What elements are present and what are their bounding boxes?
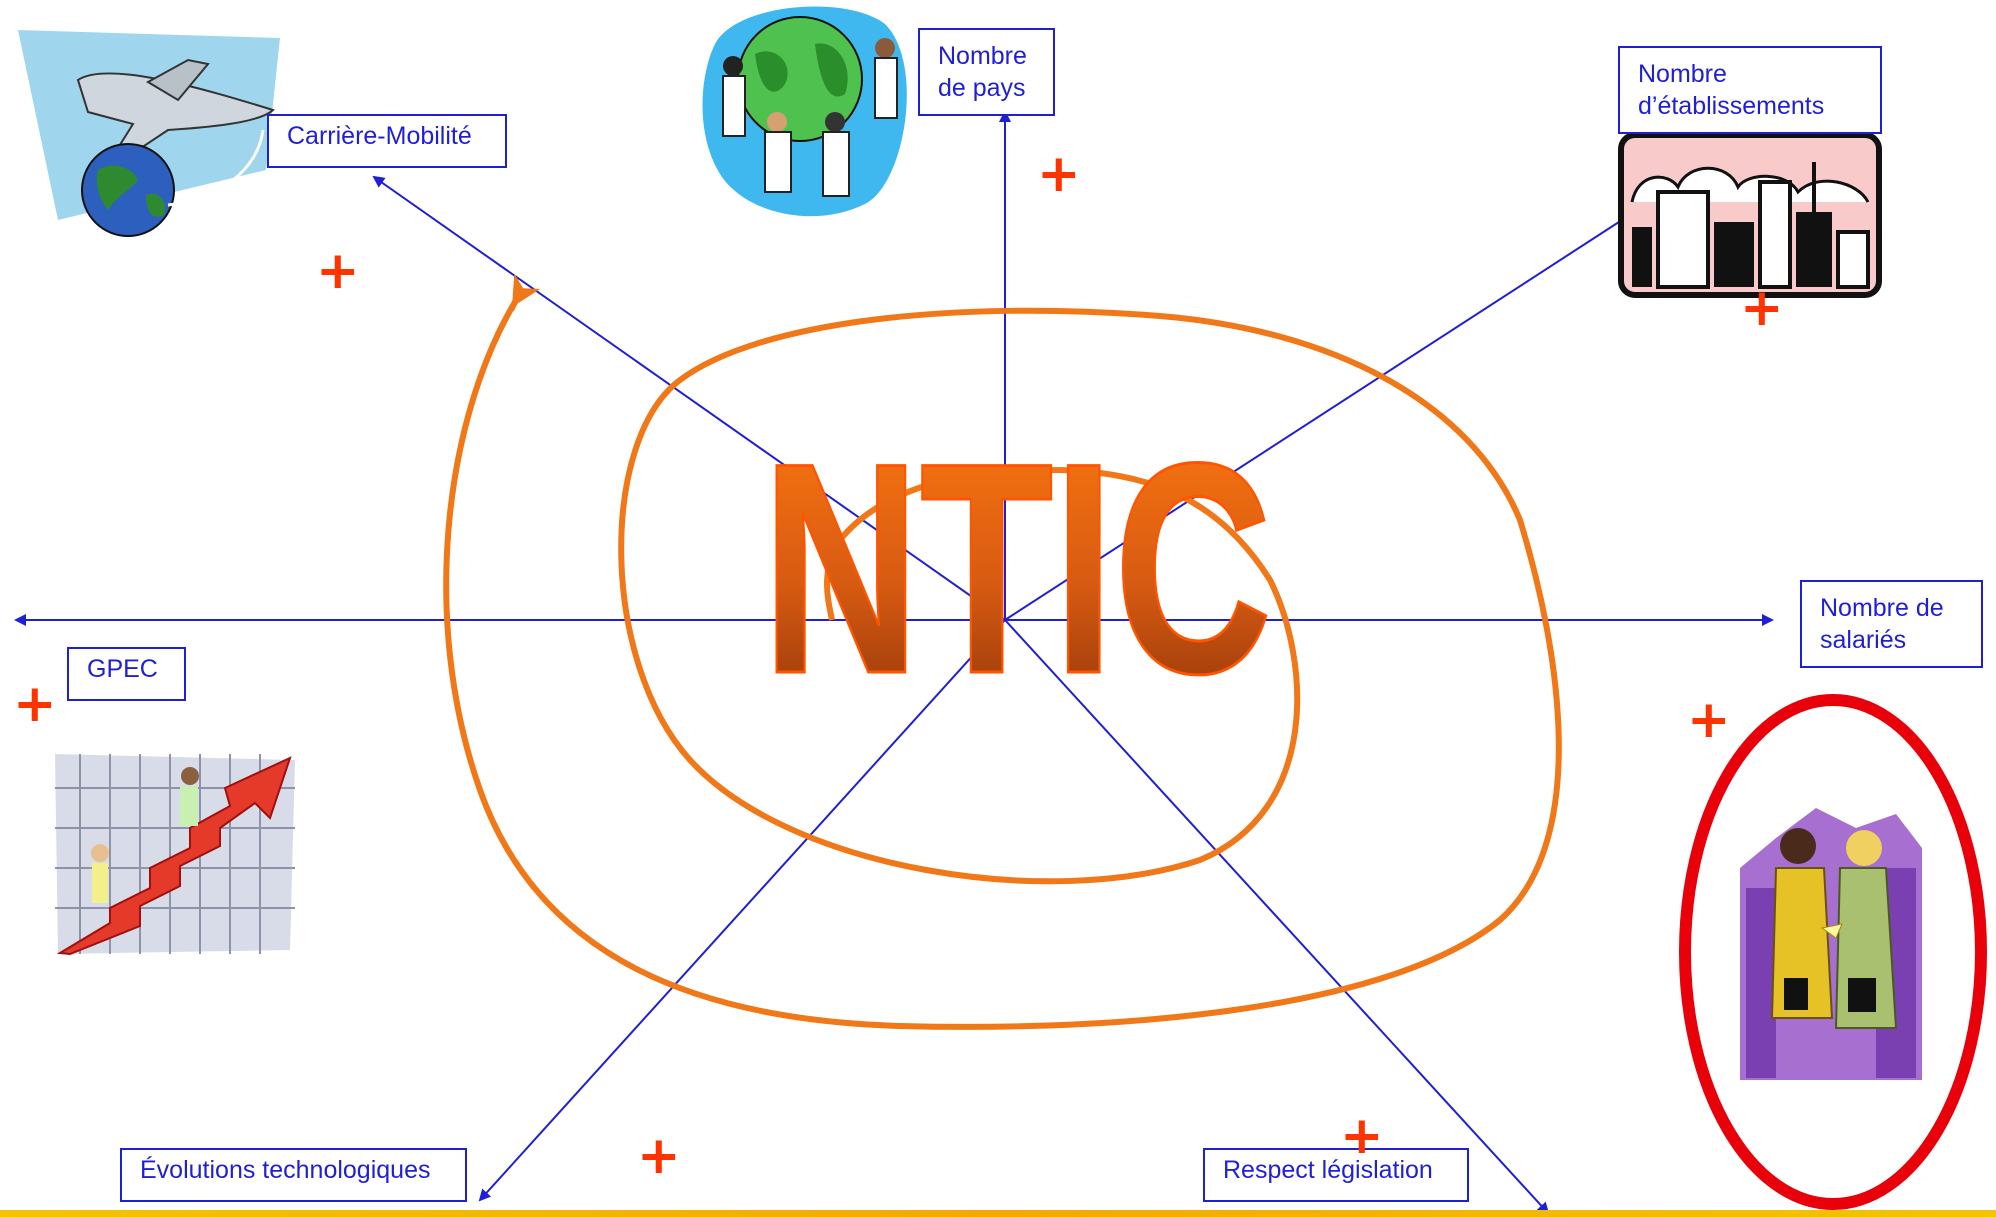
- axis-tech: [478, 619, 1006, 1202]
- plus-law: +: [1340, 1106, 1384, 1166]
- label-tech: Évolutions technologiques: [120, 1148, 467, 1202]
- plus-establishments: +: [1740, 278, 1784, 338]
- axis-establishments: [1004, 219, 1623, 621]
- bottom-accent-bar: [0, 1210, 1996, 1217]
- label-gpec: GPEC: [67, 647, 186, 701]
- title-ntic: NTIC: [762, 400, 1272, 736]
- label-establishments: Nombre d’établissements: [1618, 46, 1882, 134]
- axis-career: [372, 175, 1006, 621]
- plus-tech: +: [637, 1126, 681, 1186]
- airplane-globe-icon: [18, 30, 280, 237]
- plus-gpec: +: [13, 674, 57, 734]
- plus-employees: +: [1687, 690, 1731, 750]
- label-countries: Nombre de pays: [918, 28, 1055, 116]
- axis-law: [1004, 619, 1550, 1215]
- axes: [14, 110, 1774, 1215]
- plus-career: +: [316, 241, 360, 301]
- label-employees: Nombre de salariés: [1800, 580, 1983, 668]
- label-law: Respect législation: [1203, 1148, 1469, 1202]
- plus-countries: +: [1037, 144, 1081, 204]
- highlight-ellipse: [1679, 694, 1987, 1210]
- climbing-growth-chart-icon: [55, 754, 295, 956]
- label-career: Carrière-Mobilité: [267, 114, 507, 168]
- spiral-outer: [443, 273, 1562, 1030]
- business-handshake-icon: [1740, 808, 1922, 1080]
- city-buildings-icon: [1618, 132, 1882, 298]
- people-around-globe-icon: [702, 6, 907, 217]
